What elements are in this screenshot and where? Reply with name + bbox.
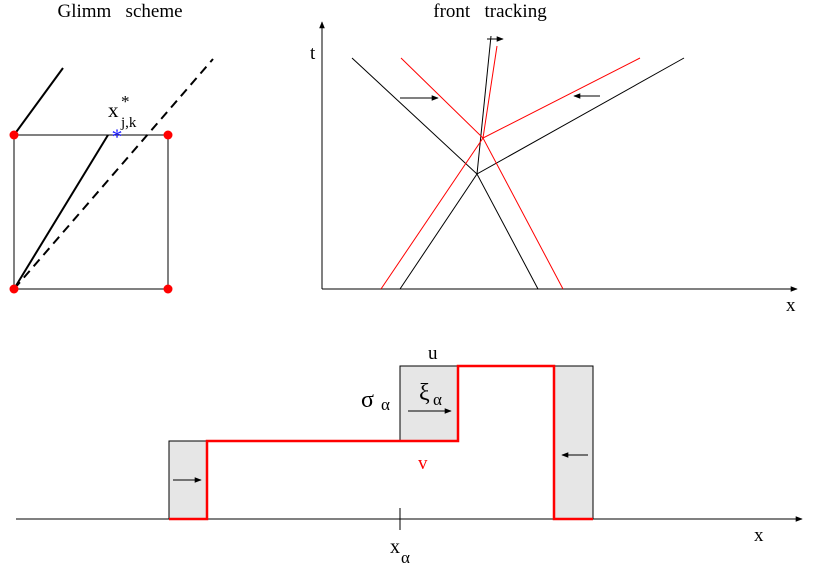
front-title: front tracking <box>433 1 547 22</box>
bottom-xalpha-sub: α <box>401 548 410 567</box>
front-tracking-panel: front tracking t x <box>310 1 798 316</box>
glimm-point-label: x <box>108 98 119 122</box>
front-black-front-1 <box>351 57 539 290</box>
bottom-xalpha-base: x <box>390 536 400 558</box>
bottom-v-label: v <box>418 453 428 474</box>
bottom-shade-right <box>553 365 594 520</box>
front-t-label: t <box>310 43 316 64</box>
glimm-solid-wave <box>13 134 109 290</box>
bottom-xi-label: ξ <box>419 380 430 406</box>
glimm-node-bottom-left <box>9 284 19 294</box>
glimm-point-sub: j,k <box>120 115 137 131</box>
bottom-shade-middle <box>399 365 459 442</box>
front-black-front-3 <box>476 35 492 175</box>
glimm-point-base: x <box>108 98 119 122</box>
bottom-sigma-label: σ <box>361 387 374 413</box>
bottom-panel: x x α u v σ α ξ α <box>16 343 803 567</box>
glimm-node-bottom-right <box>163 284 173 294</box>
glimm-title: Glimm scheme <box>57 1 182 22</box>
glimm-star-marker: * <box>112 124 123 149</box>
front-red-front-2 <box>380 57 641 290</box>
bottom-v-curve <box>169 364 593 521</box>
glimm-cell <box>13 134 169 290</box>
bottom-xi-sub: α <box>433 390 442 409</box>
front-red-front-1 <box>400 57 564 290</box>
bottom-sigma-base: σ <box>361 387 374 413</box>
glimm-node-top-left <box>9 130 19 140</box>
glimm-point-sup: * <box>121 92 130 111</box>
glimm-panel: Glimm scheme * x * j,k <box>9 1 214 294</box>
bottom-sigma-sub: α <box>381 395 390 414</box>
bottom-u-label: u <box>428 343 438 364</box>
front-red-front-3 <box>482 45 498 139</box>
bottom-xalpha-label: x <box>390 536 400 558</box>
glimm-dashed-wave <box>13 58 214 290</box>
bottom-xi-base: ξ <box>419 380 430 406</box>
bottom-x-label: x <box>754 525 764 546</box>
front-black-front-2 <box>399 57 685 290</box>
front-x-label: x <box>786 295 796 316</box>
glimm-upper-wave <box>13 67 64 136</box>
glimm-node-top-right <box>163 130 173 140</box>
